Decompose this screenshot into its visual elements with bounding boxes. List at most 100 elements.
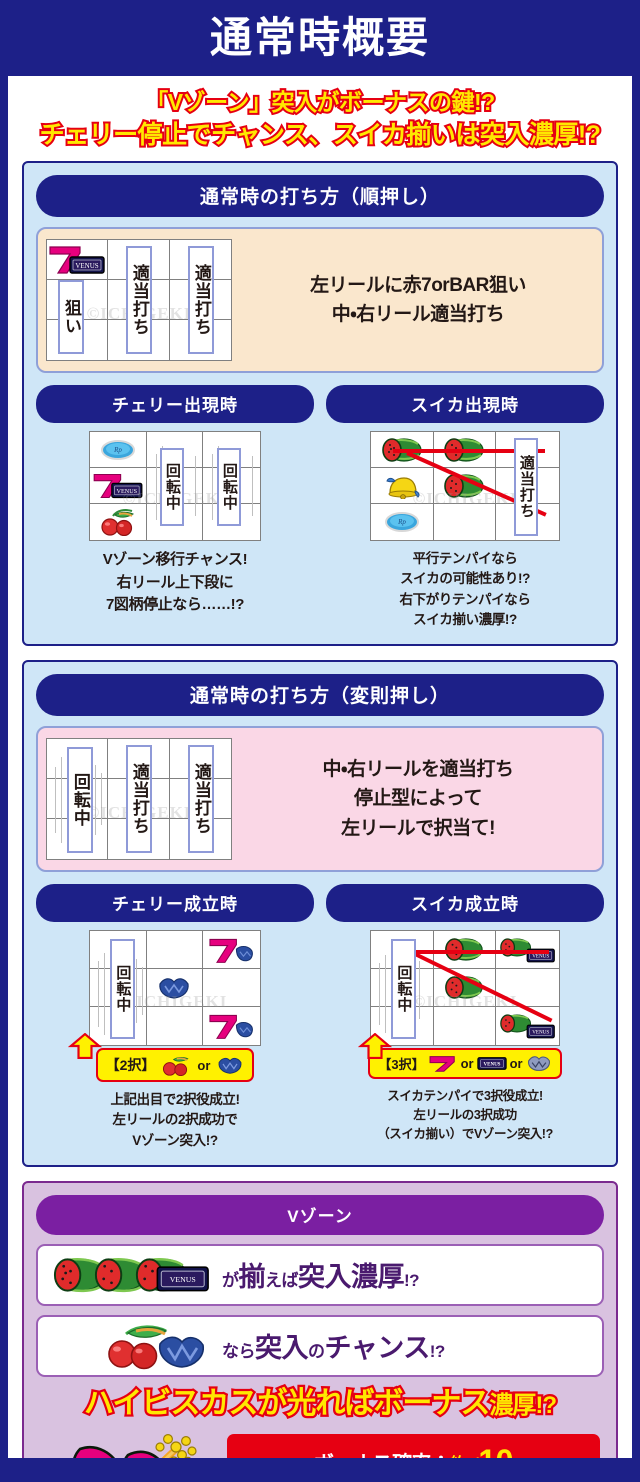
suika-heading: スイカ出現時 <box>326 385 604 423</box>
reel-cell <box>433 468 497 504</box>
junoshi-text: 左リールに赤7orBAR狙い 中・右リール適当打ち <box>242 271 594 330</box>
reel-cell: VENUS <box>90 468 147 504</box>
suika-desc-line-3: 右下がりテンパイなら <box>399 591 531 607</box>
vzone-row2-a: なら <box>222 1342 256 1362</box>
reel-suika-seiritsu: VENUS <box>370 930 560 1046</box>
cherry-body: Rp VENUS <box>36 431 314 617</box>
reel-cell <box>434 1007 497 1045</box>
suika-seiritsu-body: VENUS <box>326 930 604 1143</box>
cherry-seiritsu-body: ©ICHIGEKI 回転中 【2択】 <box>36 930 314 1151</box>
content-body: 「Vゾーン」突入がボーナスの鍵!? チェリー停止でチャンス、スイカ揃いは突入濃厚… <box>8 76 632 1482</box>
reel-label-nerai: 狙い <box>58 280 84 354</box>
lead-line-1: 「Vゾーン」突入がボーナスの鍵!? <box>143 87 497 117</box>
suika-seiritsu-desc-line-2: 左リールの3択成功 <box>413 1107 517 1122</box>
reel-cell <box>90 1007 147 1045</box>
cherry-heading: チェリー出現時 <box>36 385 314 423</box>
panel-vzone-heading: Vゾーン <box>36 1194 604 1235</box>
cherry-description: Vゾーン移行チャンス! 右リール上下段に 7図柄停止なら……!? <box>102 549 248 617</box>
reel-cell <box>203 969 260 1007</box>
cherry-desc-line-1: Vゾーン移行チャンス! <box>102 551 248 568</box>
junoshi-text-line-2: 中・右リール適当打ち <box>331 304 505 325</box>
junoshi-card: VENUS ©ICHIGEKI 狙い 適当打ち 適当打ち <box>36 227 604 373</box>
callout-or-1: or <box>460 1056 474 1071</box>
reel-label-tekitou-2: 適当打ち <box>188 246 214 354</box>
reel-label-tekitou-2: 適当打ち <box>188 745 214 853</box>
reel-cell <box>433 969 497 1007</box>
col-cherry-appearance: チェリー出現時 Rp <box>36 385 314 630</box>
reel-cell <box>496 969 559 1007</box>
tenpai-line-horizontal <box>393 449 545 453</box>
hensoku-text-line-3: 左リールで択当て! <box>341 817 495 839</box>
vzone-row2-c: の <box>308 1342 325 1362</box>
watermelon-triple-icon: VENUS <box>53 1257 209 1292</box>
page-title-bar: 通常時概要 <box>0 0 640 76</box>
suika-3taku-callout: 【3択】 or VENUS or <box>368 1048 562 1079</box>
seven-bar-icon: VENUS <box>93 473 143 498</box>
reel-cell <box>203 931 260 969</box>
svg-text:Rp: Rp <box>397 518 406 526</box>
reel-cell <box>47 320 109 360</box>
venus-bar-icon: VENUS <box>476 1057 507 1070</box>
vzone-row-suika-text: が揃えば突入濃厚!? <box>222 1255 420 1294</box>
reel-hensoku: ©ICHIGEKI 回転中 適当打ち 適当打ち <box>46 738 232 860</box>
reel-label-kaitenchu-2: 回転中 <box>217 448 241 526</box>
hensoku-text-line-2: 停止型によって <box>354 788 482 810</box>
bar-blue-icon <box>159 977 190 999</box>
watermelon-icon <box>444 473 485 498</box>
up-arrow-icon <box>358 1033 392 1059</box>
cherry-seiritsu-heading: チェリー成立時 <box>36 884 314 922</box>
col-suika-appearance: スイカ出現時 <box>326 385 604 630</box>
panel-hensoku-heading: 通常時の打ち方（変則押し） <box>36 674 604 716</box>
hibiscus-headline-b: 濃厚!? <box>487 1391 559 1420</box>
vzone-row-cherry-text: なら突入のチャンス!? <box>222 1326 445 1365</box>
vzone-row1-b: 揃 <box>238 1262 266 1293</box>
svg-text:Rp: Rp <box>113 446 122 454</box>
hibiscus-headline-a: ハイビスカスが光ればボーナス <box>82 1386 493 1421</box>
hensoku-text-line-1: 中・右リールを適当打ち <box>322 758 514 780</box>
reel-cell: Rp <box>90 432 147 468</box>
svg-text:VENUS: VENUS <box>483 1063 500 1068</box>
svg-text:VENUS: VENUS <box>116 489 137 495</box>
seven-blue-bar-icon <box>209 1014 253 1039</box>
vzone-row1-a: が <box>222 1271 239 1291</box>
suika-seiritsu-desc-line-3: （スイカ揃い）でVゾーン突入!? <box>377 1126 553 1141</box>
reel-cell <box>371 1007 434 1045</box>
seven-pink-icon <box>429 1056 455 1072</box>
reel-cell <box>147 504 204 540</box>
lead-line-2: チェリー停止でチャンス、スイカ揃いは突入濃厚!? <box>38 119 603 151</box>
reel-label-kaitenchu: 回転中 <box>67 747 93 853</box>
svg-text:VENUS: VENUS <box>532 1030 549 1036</box>
cherry-2taku-callout: 【2択】 or <box>95 1048 255 1082</box>
reel-label-kaitenchu-1: 回転中 <box>160 448 184 526</box>
replay-icon: Rp <box>384 512 419 532</box>
col-suika-seiritsu: スイカ成立時 <box>326 884 604 1151</box>
reel-cell: VENUS <box>47 240 109 280</box>
vzone-row-cherry: なら突入のチャンス!? <box>36 1314 604 1377</box>
cherry-icon <box>101 509 134 536</box>
cherry-icon <box>163 1056 189 1076</box>
cherry-callout-wrap: 【2択】 or <box>36 1033 314 1082</box>
reel-cell: Rp <box>371 504 434 540</box>
cherry-bar-icon <box>108 1325 204 1370</box>
callout-prefix: 【3択】 <box>378 1057 425 1072</box>
cherry-seiritsu-desc-line-3: Vゾーン突入!? <box>132 1132 218 1148</box>
seven-blue-bar-icon <box>209 938 253 963</box>
suika-desc-line-1: 平行テンパイなら <box>412 551 518 566</box>
watermelon-venus-icon: VENUS <box>499 1014 555 1039</box>
svg-text:VENUS: VENUS <box>75 262 98 270</box>
col-cherry-seiritsu: チェリー成立時 <box>36 884 314 1151</box>
vzone-row1-c: えば <box>265 1271 299 1291</box>
tenpai-line-horizontal <box>413 950 549 954</box>
svg-text:VENUS: VENUS <box>170 1275 196 1284</box>
hensoku-card: ©ICHIGEKI 回転中 適当打ち 適当打ち 中・右リールを適当打ち 停止型に… <box>36 726 604 872</box>
reel-label-tekitou-1: 適当打ち <box>126 246 152 354</box>
reel-label-tekitou: 適当打ち <box>514 438 538 536</box>
reel-cell <box>434 504 497 540</box>
reel-cherry-seiritsu: ©ICHIGEKI 回転中 <box>89 930 261 1046</box>
suika-desc-line-4: スイカ揃い濃厚!? <box>413 611 517 627</box>
reel-cell <box>147 1007 204 1045</box>
callout-prefix: 【2択】 <box>105 1057 156 1073</box>
suika-body: Rp ©ICHIGEKI 適当打ち 平行テ <box>326 431 604 630</box>
suika-desc-line-2: スイカの可能性あり!? <box>400 571 530 587</box>
